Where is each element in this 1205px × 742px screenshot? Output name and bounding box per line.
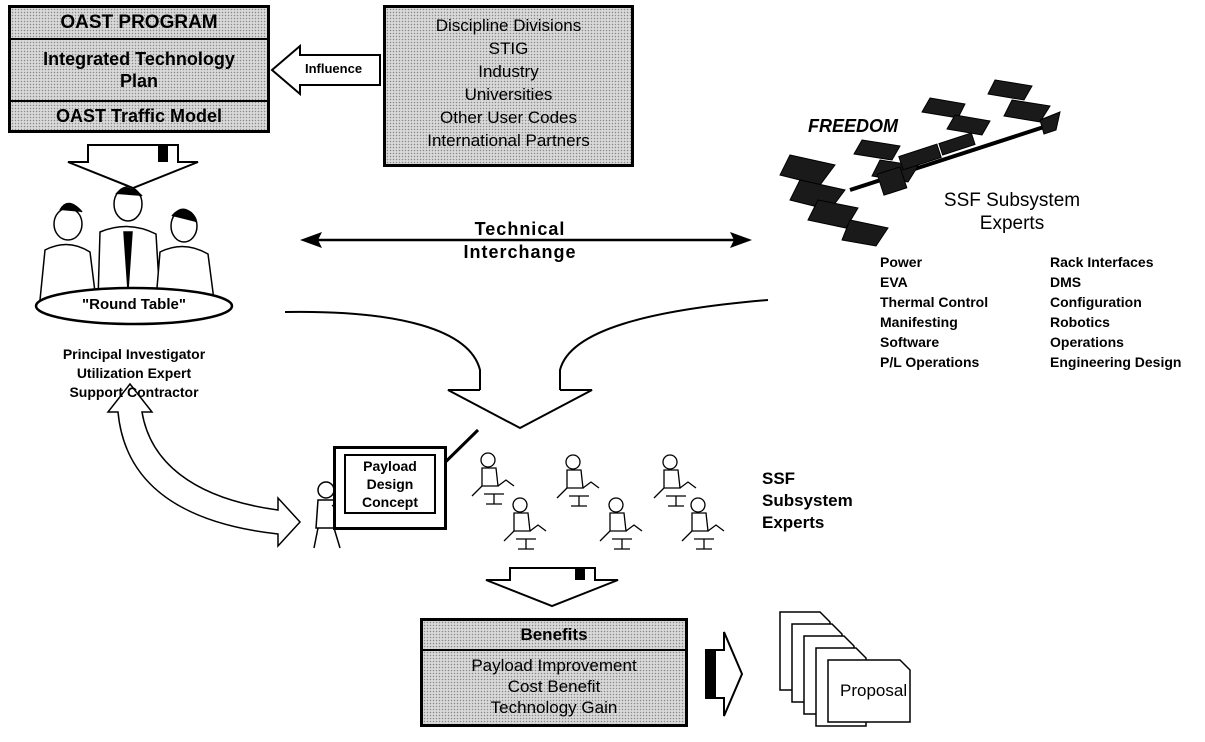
integrated-technology-plan: Integrated Technology Plan [11,38,267,100]
source-item: Discipline Divisions [435,16,582,35]
ssf-experts-bottom-label: SSF Subsystem Experts [762,469,853,532]
source-item: STIG [488,39,529,58]
source-item: International Partners [427,131,590,150]
benefits-header: Benefits [520,625,588,644]
influence-label: Influence [305,61,363,76]
ssf-experts-top-label: SSF Subsystem Experts [943,190,1081,234]
space-station-image [779,79,1061,247]
right-arrow-proposal [705,631,744,717]
round-table-ellipse [34,286,234,326]
source-item: Other User Codes [440,108,577,127]
subsystem-item: Power [880,254,923,270]
oast-program-header: OAST PROGRAM [60,12,218,33]
subsystem-item: Configuration [1050,294,1142,310]
feedback-curved-arrow [106,382,302,548]
subsystem-list-left: Power EVA Thermal Control Manifesting So… [880,252,988,372]
proposal-stack [779,611,911,727]
oast-program-box: OAST PROGRAM Integrated Technology Plan … [8,5,270,133]
subsystem-item: Engineering Design [1050,354,1182,370]
proposal-label: Proposal [840,681,908,700]
role-item: Support Contractor [69,384,199,400]
benefits-box: Benefits Payload Improvement Cost Benefi… [420,618,688,727]
down-arrow-oast [67,144,199,190]
subsystem-item: Software [880,334,940,350]
round-table-label: "Round Table" [82,296,186,313]
benefit-item: Cost Benefit [507,677,601,696]
benefits-items: Payload Improvement Cost Benefit Technol… [423,649,685,724]
benefit-item: Technology Gain [490,698,618,717]
payload-concept-label: Payload Design Concept [344,454,436,514]
round-table-people [39,186,215,301]
subsystem-item: DMS [1050,274,1082,290]
down-arrow-benefits [485,567,619,608]
merge-arrow [284,299,769,430]
seated-experts [471,452,725,550]
benefit-item: Payload Improvement [471,656,637,675]
subsystem-item: Manifesting [880,314,958,330]
source-item: Industry [478,62,539,81]
subsystem-item: Robotics [1050,314,1110,330]
freedom-label: FREEDOM [808,116,898,136]
influence-arrow [270,43,381,97]
payload-concept-board: Payload Design Concept [333,446,447,530]
subsystem-list-right: Rack Interfaces DMS Configuration Roboti… [1050,252,1181,372]
role-item: Principal Investigator [62,346,206,362]
source-item: Universities [464,85,553,104]
role-item: Utilization Expert [76,365,192,381]
subsystem-item: P/L Operations [880,354,980,370]
subsystem-item: Operations [1050,334,1124,350]
subsystem-item: Rack Interfaces [1050,254,1154,270]
subsystem-item: Thermal Control [880,294,989,310]
round-table-roles: Principal Investigator Utilization Exper… [38,345,230,402]
oast-traffic-model: OAST Traffic Model [11,100,267,130]
technical-interchange-label: Technical Interchange [463,219,577,262]
sources-box: Discipline Divisions STIG Industry Unive… [383,5,634,167]
technical-interchange-arrow [300,232,752,248]
subsystem-item: EVA [880,274,908,290]
